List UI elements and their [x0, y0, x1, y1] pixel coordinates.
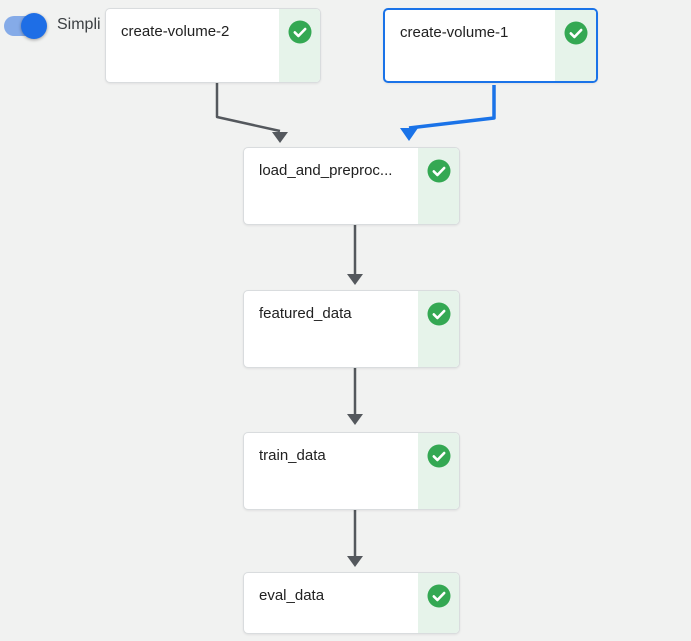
status-success-icon [427, 302, 450, 326]
toggle-knob [21, 13, 47, 39]
node-label: create-volume-1 [400, 24, 509, 41]
node-status-strip [418, 573, 459, 633]
edge-arrowhead [347, 274, 363, 285]
edge-arrowhead [400, 128, 418, 141]
status-success-icon [288, 20, 311, 44]
node-status-strip [418, 433, 459, 509]
pipeline-node-eval-data[interactable]: eval_data [243, 572, 460, 634]
node-label: load_and_preproc... [259, 162, 393, 179]
pipeline-node-train-data[interactable]: train_data [243, 432, 460, 510]
status-success-icon [564, 21, 587, 45]
status-success-icon [427, 444, 450, 468]
node-label: featured_data [259, 305, 352, 322]
node-status-strip [279, 9, 320, 82]
node-status-strip [418, 291, 459, 367]
simplify-toggle[interactable] [4, 13, 47, 40]
pipeline-node-load-and-preproc[interactable]: load_and_preproc... [243, 147, 460, 225]
simplify-toggle-label: Simpli [57, 16, 101, 33]
status-success-icon [427, 159, 450, 183]
node-label: train_data [259, 447, 326, 464]
node-status-strip [418, 148, 459, 224]
pipeline-node-featured-data[interactable]: featured_data [243, 290, 460, 368]
edge-arrowhead [347, 414, 363, 425]
node-label: create-volume-2 [121, 23, 230, 40]
edge-create-volume-2__load [215, 83, 281, 133]
node-status-strip [555, 10, 596, 81]
node-label: eval_data [259, 587, 325, 604]
edge-arrowhead [272, 132, 288, 143]
edge-arrowhead [347, 556, 363, 567]
edge-create-volume-1__load [408, 85, 496, 130]
pipeline-node-create-volume-1[interactable]: create-volume-1 [383, 8, 598, 83]
status-success-icon [427, 584, 450, 608]
pipeline-node-create-volume-2[interactable]: create-volume-2 [105, 8, 321, 83]
